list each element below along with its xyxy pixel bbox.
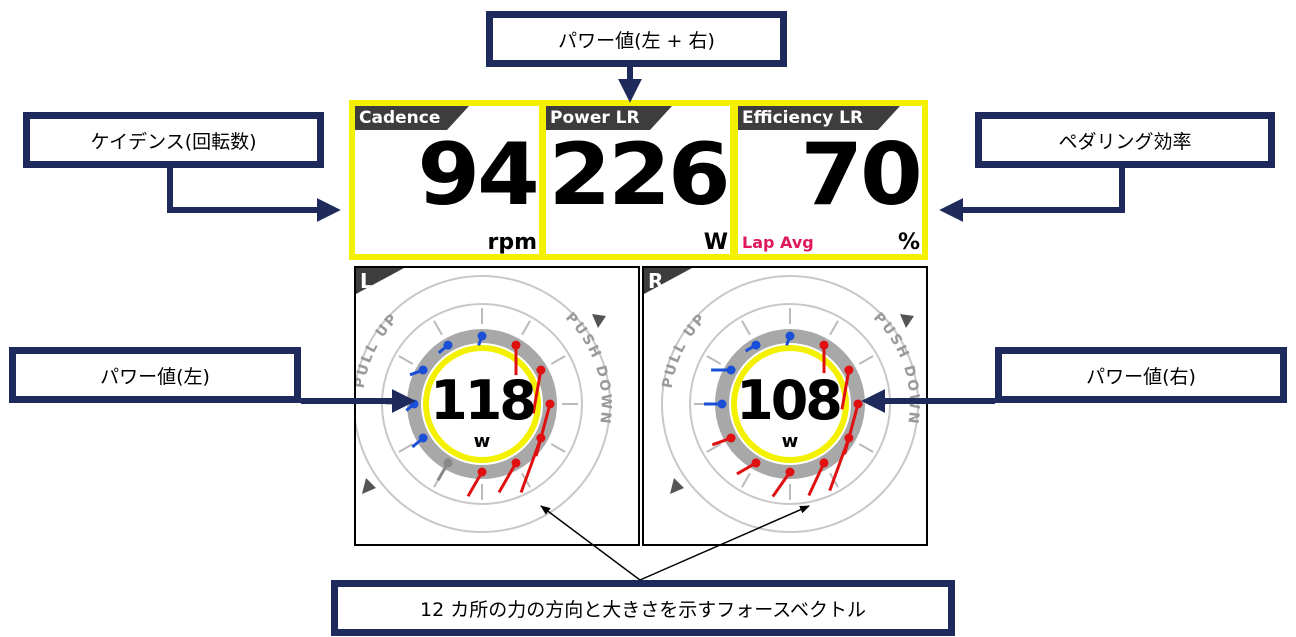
force-vector-head bbox=[477, 467, 487, 477]
right-power-unit: w bbox=[781, 431, 799, 452]
center-highlight-ring bbox=[423, 345, 541, 463]
efficiency-unit: % bbox=[897, 230, 920, 255]
arrow-cadence bbox=[167, 168, 341, 222]
dial-outer-ring bbox=[356, 275, 611, 533]
cadence-field: Cadence 94 rpm bbox=[349, 100, 545, 260]
force-vector-head bbox=[726, 433, 736, 443]
center-highlight-ring bbox=[731, 345, 849, 463]
callout-cadence: ケイデンス(回転数) bbox=[23, 112, 324, 168]
force-vector-head bbox=[511, 340, 521, 350]
force-vector-head bbox=[785, 467, 795, 477]
cadence-value: 94 bbox=[417, 125, 539, 225]
dial-tick bbox=[398, 443, 414, 453]
force-vector-head bbox=[844, 365, 854, 375]
force-vector-head bbox=[751, 458, 761, 468]
efficiency-value: 70 bbox=[800, 125, 922, 225]
right-force-dial: PULL UP PUSH DOWN bbox=[660, 275, 922, 533]
callout-efficiency: ペダリング効率 bbox=[975, 112, 1275, 168]
dial-tick bbox=[858, 443, 874, 453]
dial-tick bbox=[433, 320, 443, 336]
rotation-arrow-icon bbox=[592, 314, 606, 328]
force-vector-head bbox=[443, 340, 453, 350]
force-vector-head bbox=[717, 399, 727, 409]
force-vector bbox=[807, 462, 826, 497]
dial-tick bbox=[741, 320, 751, 336]
left-power-unit: w bbox=[473, 431, 491, 452]
force-vector-head bbox=[819, 340, 829, 350]
force-vector bbox=[771, 471, 792, 498]
force-vector-head bbox=[536, 365, 546, 375]
power-unit: W bbox=[703, 230, 728, 255]
callout-power-total: パワー値(左 + 右) bbox=[486, 11, 787, 67]
force-vector-head bbox=[545, 399, 555, 409]
cadence-title: Cadence bbox=[355, 106, 469, 130]
callout-power-left: パワー値(左) bbox=[9, 347, 301, 403]
force-vector-head bbox=[511, 458, 521, 468]
efficiency-field: Efficiency LR 70 Lap Avg % bbox=[732, 100, 928, 260]
force-vector-head bbox=[785, 331, 795, 341]
push-down-label: PUSH DOWN bbox=[562, 310, 614, 427]
force-vector bbox=[519, 437, 543, 494]
dial-mid-ring bbox=[689, 303, 891, 505]
callout-power-right: パワー値(右) bbox=[995, 347, 1287, 403]
dial-tick bbox=[741, 472, 751, 488]
force-vector bbox=[531, 369, 543, 414]
force-vector-head bbox=[726, 365, 736, 375]
force-vector bbox=[497, 462, 518, 494]
rotation-arrow-icon bbox=[900, 314, 914, 328]
power-title: Power LR bbox=[546, 106, 672, 130]
force-vector-head bbox=[418, 365, 428, 375]
dial-mid-ring bbox=[381, 303, 583, 505]
dial-tick bbox=[521, 320, 531, 336]
dial-tick bbox=[858, 355, 874, 365]
dial-tick bbox=[829, 320, 839, 336]
pull-up-label: PULL UP bbox=[660, 310, 710, 389]
arrow-efficiency bbox=[939, 168, 1125, 222]
power-value: 226 bbox=[548, 125, 730, 225]
force-vector-head bbox=[844, 433, 854, 443]
force-vector-head bbox=[477, 331, 487, 341]
left-power-value: 118 bbox=[430, 369, 537, 432]
pull-up-label: PULL UP bbox=[356, 310, 402, 389]
device-screen: Cadence 94 rpm Power LR 226 W Efficiency… bbox=[349, 100, 928, 546]
force-vector bbox=[840, 369, 851, 410]
dial-tick bbox=[550, 443, 566, 453]
callout-force-vectors: 12 カ所の力の方向と大きさを示すフォースベクトル bbox=[331, 580, 955, 636]
force-vector-head bbox=[443, 458, 453, 468]
force-vector-head bbox=[536, 433, 546, 443]
lap-avg-label: Lap Avg bbox=[742, 233, 814, 252]
rotation-arrow-icon bbox=[362, 478, 376, 494]
efficiency-title: Efficiency LR bbox=[738, 106, 900, 130]
force-vector-head bbox=[853, 399, 863, 409]
dial-tick bbox=[706, 355, 722, 365]
force-vector-head bbox=[819, 458, 829, 468]
dial-tick bbox=[706, 443, 722, 453]
force-vector bbox=[828, 437, 851, 492]
force-vector-head bbox=[418, 433, 428, 443]
force-vector bbox=[466, 471, 484, 497]
right-power-value: 108 bbox=[736, 369, 843, 432]
cadence-unit: rpm bbox=[487, 230, 537, 255]
push-down-label: PUSH DOWN bbox=[870, 310, 922, 427]
power-field: Power LR 226 W bbox=[540, 100, 736, 260]
dial-tick bbox=[398, 355, 414, 365]
dial-tick bbox=[550, 355, 566, 365]
force-vector-head bbox=[751, 340, 761, 350]
rotation-arrow-icon bbox=[670, 478, 684, 494]
